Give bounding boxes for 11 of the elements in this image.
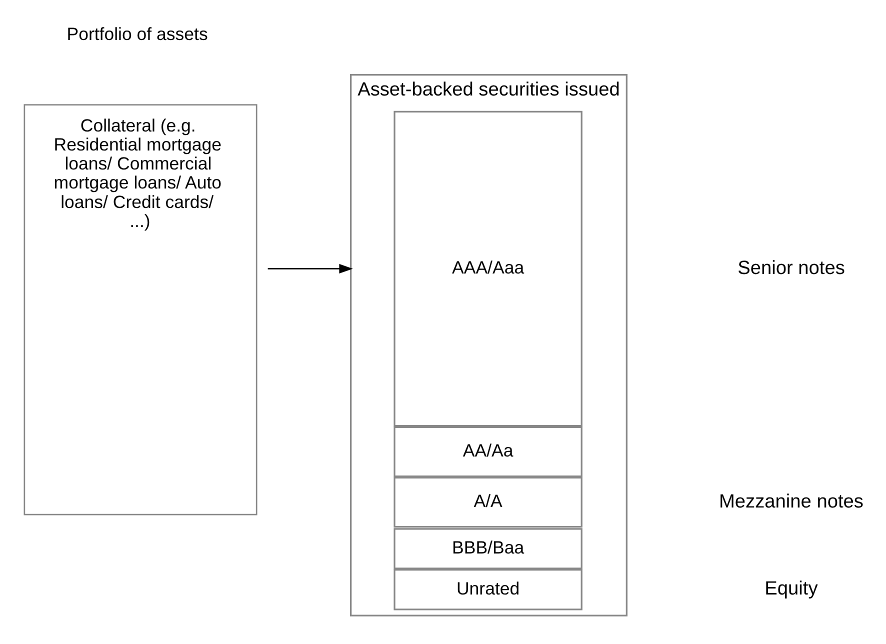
- node-label: Portfolio of assets: [66, 24, 208, 44]
- node-box: AA/Aa: [394, 426, 582, 478]
- label: Mezzanine notes: [719, 491, 864, 512]
- arrow: [268, 264, 353, 274]
- label: Equity: [764, 578, 818, 600]
- node-box: AAA/Aaa: [394, 110, 582, 427]
- node-box: BBB/Baa: [394, 528, 582, 570]
- node-box: Collateral (e.g. Residential mortgage loans/ Commercial mortgage loans/ Auto loans/ Credit cards/ ...): [24, 104, 258, 516]
- node-box: Unrated: [394, 569, 582, 610]
- node-box: A/A: [394, 476, 582, 528]
- label: Senior notes: [738, 258, 845, 279]
